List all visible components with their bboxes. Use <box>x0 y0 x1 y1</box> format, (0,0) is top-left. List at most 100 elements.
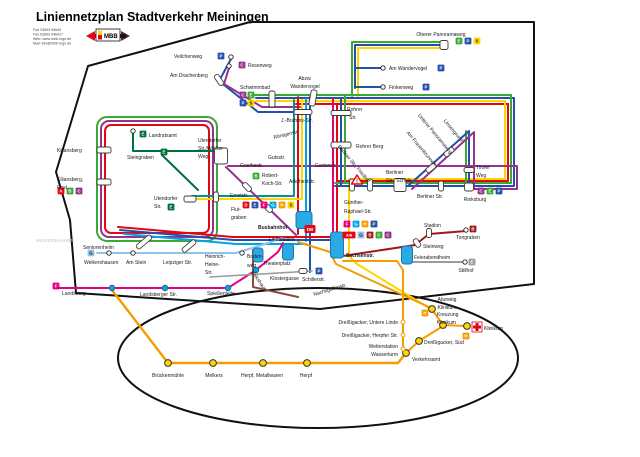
stop-label: Str., Schule <box>386 178 412 184</box>
line-badge <box>66 187 74 195</box>
stop-label: Weg <box>476 173 486 179</box>
stop-marker <box>380 65 386 71</box>
route-line <box>354 44 447 89</box>
stop-marker <box>268 90 276 108</box>
line-badge-letter: F <box>55 284 58 289</box>
line-badge-letter: P <box>498 189 501 194</box>
stop-label: Abzweig <box>438 297 457 303</box>
stop-label: Ernststr. <box>230 193 248 199</box>
route-line <box>357 47 447 97</box>
stop-marker <box>239 250 245 256</box>
route-line <box>161 154 199 191</box>
stop-label: Rohrer Berg <box>356 144 383 150</box>
line-badge-letter: F <box>263 203 266 208</box>
stop-marker <box>130 128 136 134</box>
stop-label: Adelheidstr. <box>289 179 315 185</box>
stop-marker <box>400 319 406 325</box>
stop-label: Schillerstr. <box>302 277 325 283</box>
stop-label: Dreißigacker, Herpfer Str. <box>342 333 398 339</box>
stop-label: Seniorenheim <box>83 245 114 251</box>
stop-label: Flut- <box>231 207 241 213</box>
stop-marker <box>183 195 197 203</box>
stop-label: Klinikum <box>484 326 503 332</box>
stop-label: Brückenmühle <box>152 373 184 379</box>
line-badge-letter: F <box>346 222 349 227</box>
line-badge <box>468 258 476 266</box>
stop-label: Wandervogel <box>290 84 319 90</box>
stop-marker <box>181 239 197 253</box>
line-badge <box>437 64 445 72</box>
route-line <box>218 58 297 113</box>
stop-label: Tongraben <box>456 235 480 241</box>
logo-crest-icon <box>98 35 102 40</box>
db-logo-icon: DB <box>307 227 314 232</box>
line-badge-letter: E <box>471 260 474 265</box>
interchange-marker <box>295 211 313 229</box>
line-badge <box>384 231 392 239</box>
stop-label: Wasserturm <box>371 352 398 358</box>
stop-label: Finkenweg <box>389 85 413 91</box>
stop-marker <box>303 359 311 367</box>
stop-label: Utendorfer <box>198 138 222 144</box>
stop-label: weg <box>247 263 256 269</box>
stop-label: Günther- <box>344 200 364 206</box>
stop-marker <box>96 178 112 186</box>
stop-marker <box>252 266 260 274</box>
stop-label: Schwimmbad <box>240 85 270 91</box>
line-badge-letter: G <box>89 251 93 256</box>
line-badge-letter: D <box>244 203 247 208</box>
line-badge-letter: C <box>240 63 244 68</box>
interchange-marker <box>252 247 264 263</box>
route-loop <box>104 124 210 234</box>
stop-label: Stillhof <box>458 268 474 274</box>
line-badge <box>495 187 503 195</box>
line-badge-letter: A/B <box>346 234 353 238</box>
stop-marker <box>108 284 116 292</box>
stop-label: Welkershausen <box>84 260 119 266</box>
stop-marker <box>164 359 172 367</box>
line-badge <box>473 37 481 45</box>
warning-triangle-icon <box>350 174 364 185</box>
stop-marker <box>439 40 449 50</box>
stop-marker <box>330 110 352 116</box>
line-badge-letter: A <box>59 189 63 194</box>
stop-label: Oberer Panoramaweg <box>416 32 465 38</box>
line-badge <box>239 91 247 99</box>
stop-label: Rinksburg <box>464 197 487 203</box>
stop-label: Landratsamt <box>149 133 177 139</box>
line-badge-letter: B <box>68 189 71 194</box>
stop-marker <box>213 191 219 203</box>
stop-marker <box>226 63 232 69</box>
stop-marker <box>400 346 406 352</box>
hospital-cross-icon <box>473 325 481 329</box>
route-line <box>110 288 408 365</box>
line-badge <box>462 332 470 340</box>
stop-marker <box>214 147 228 165</box>
line-badge-letter: B <box>471 227 474 232</box>
stop-label: Klostergasse <box>270 276 299 282</box>
stop-marker <box>439 321 447 329</box>
line-badge <box>139 130 147 138</box>
stop-marker <box>224 284 232 292</box>
line-badge <box>242 201 250 209</box>
stop-label: Heine- <box>205 262 220 268</box>
line-badge-letter: H <box>280 203 283 208</box>
route-line <box>117 226 333 238</box>
stop-marker <box>393 178 407 192</box>
line-badge-letter: C <box>377 233 381 238</box>
route-loop <box>96 116 218 242</box>
stop-marker <box>96 146 112 154</box>
stop-label: Str. <box>205 270 213 276</box>
route-line <box>252 249 299 298</box>
line-badge-letter: C <box>77 189 81 194</box>
line-badge-letter: E <box>163 150 166 155</box>
page-title: Liniennetzplan Stadtverkehr Meiningen <box>36 10 269 24</box>
stop-label: Spießenleite <box>207 291 235 297</box>
stop-label: Str./Weißer <box>198 146 223 152</box>
route-line <box>348 100 506 312</box>
line-badge <box>315 267 323 275</box>
contact-fax: Fax 03693 946417 <box>33 33 63 37</box>
line-badge <box>52 282 60 290</box>
stop-marker <box>443 146 455 158</box>
